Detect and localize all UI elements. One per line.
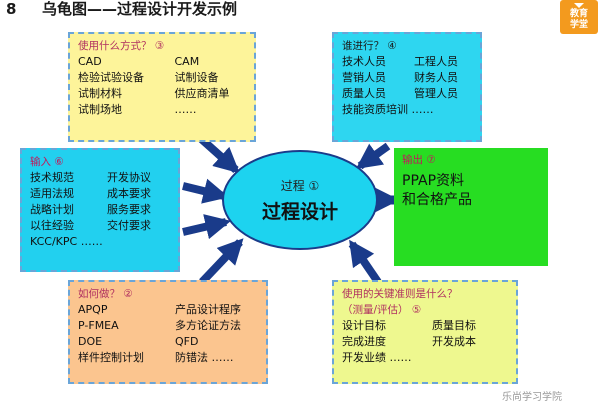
slide-title: 乌龟图——过程设计开发示例 [42, 0, 238, 18]
arrow-from-who [355, 142, 391, 170]
output-body: PPAP资料 和合格产品 [402, 172, 540, 210]
list-item: 试制材料 [78, 87, 122, 100]
how-method-heading: 使用什么方式？ ③ [78, 40, 165, 52]
page-title: 8 乌龟图——过程设计开发示例 [6, 0, 237, 22]
list-item: 交付要求 [107, 219, 151, 232]
how-do-list: APQP 产品设计程序 P-FMEA 多方论证方法 DOE QFD 样件控制计划… [78, 302, 258, 366]
brand-badge: 教育 学堂 [560, 0, 598, 34]
badge-line2: 学堂 [569, 20, 588, 30]
list-item: 财务人员 [414, 71, 458, 84]
box-how-method: 使用什么方式？ ③ CAD CAM 检验试验设备 试制设备 试制材料 供应商清单… [68, 32, 256, 142]
input-list: 技术规范 开发协议 适用法规 成本要求 战略计划 服务要求 以往经验 交付要求 [30, 170, 170, 234]
who-heading: 谁进行？ ④ [342, 40, 397, 52]
list-item: QFD [175, 335, 199, 348]
box-who: 谁进行？ ④ 技术人员 工程人员 营销人员 财务人员 质量人员 管理人员 技能资… [332, 32, 482, 142]
criteria-list: 设计目标 质量目标 完成进度 开发成本 [342, 318, 508, 350]
list-item: 以往经验 [30, 219, 74, 232]
output-heading: 输出 ⑦ [402, 154, 436, 166]
list-item: 开发成本 [432, 335, 476, 348]
list-item: DOE [78, 335, 103, 348]
arrow-from-input-top [182, 178, 229, 204]
arrow-from-criteria [348, 239, 382, 285]
list-item: CAD [78, 55, 102, 68]
list-item: 产品设计程序 [175, 303, 241, 316]
list-item: 成本要求 [107, 187, 151, 200]
box-output: 输出 ⑦ PPAP资料 和合格产品 [394, 148, 548, 266]
process-ellipse: 过程 ① 过程设计 [222, 150, 378, 250]
list-item: 质量目标 [432, 319, 476, 332]
input-heading: 输入 ⑥ [30, 156, 64, 168]
watermark: 乐尚学习学院 [502, 392, 562, 403]
how-do-heading: 如何做？ ② [78, 288, 133, 300]
list-item: CAM [174, 55, 200, 68]
arrow-from-input-bottom [182, 214, 231, 240]
list-item: 检验试验设备 [78, 71, 144, 84]
badge-line1: 教育 [569, 9, 588, 19]
how-method-list: CAD CAM 检验试验设备 试制设备 试制材料 供应商清单 试制场地 …… [78, 54, 246, 118]
list-item: 适用法规 [30, 187, 74, 200]
who-list: 技术人员 工程人员 营销人员 财务人员 质量人员 管理人员 [342, 54, 472, 102]
who-footer: 技能资质培训 …… [342, 103, 434, 116]
list-item: 工程人员 [414, 55, 458, 68]
criteria-heading-sub: （测量/评估） ⑤ [342, 304, 422, 316]
process-name: 过程设计 [261, 200, 338, 223]
list-item: 营销人员 [342, 71, 386, 84]
list-item: 战略计划 [30, 203, 74, 216]
list-item: 质量人员 [342, 87, 386, 100]
list-item: 供应商清单 [174, 87, 230, 100]
list-item: 设计目标 [342, 319, 386, 332]
criteria-heading: 使用的关键准则是什么？ [342, 288, 458, 300]
list-item: 样件控制计划 [78, 351, 144, 364]
list-item: 防错法 …… [175, 351, 234, 364]
list-item: 多方论证方法 [175, 319, 241, 332]
box-criteria: 使用的关键准则是什么？ （测量/评估） ⑤ 设计目标 质量目标 完成进度 开发成… [332, 280, 518, 384]
list-item: APQP [78, 303, 108, 316]
list-item: …… [174, 103, 197, 116]
list-item: 服务要求 [107, 203, 151, 216]
box-input: 输入 ⑥ 技术规范 开发协议 适用法规 成本要求 战略计划 服务要求 以往经验 … [20, 148, 180, 272]
badge-triangle-icon [574, 3, 584, 8]
output-line2: 和合格产品 [402, 192, 472, 208]
criteria-footer: 开发业绩 …… [342, 351, 412, 364]
box-how-do: 如何做？ ② APQP 产品设计程序 P-FMEA 多方论证方法 DOE QFD… [68, 280, 268, 384]
process-label: 过程 ① [280, 178, 320, 193]
list-item: P-FMEA [78, 319, 119, 332]
who-footer-list: 技能资质培训 …… [342, 102, 472, 118]
list-item: 试制场地 [78, 103, 122, 116]
list-item: 完成进度 [342, 335, 386, 348]
arrow-from-how-do [199, 238, 244, 285]
output-line1: PPAP资料 [402, 173, 465, 189]
list-item: 技术人员 [342, 55, 386, 68]
criteria-footer-list: 开发业绩 …… [342, 350, 508, 366]
list-item: 试制设备 [174, 71, 219, 84]
input-footer: KCC/KPC …… [30, 235, 103, 248]
slide-number: 8 [6, 0, 17, 18]
list-item: 开发协议 [107, 171, 151, 184]
list-item: 技术规范 [30, 171, 74, 184]
input-footer-list: KCC/KPC …… [30, 234, 170, 250]
list-item: 管理人员 [414, 87, 458, 100]
